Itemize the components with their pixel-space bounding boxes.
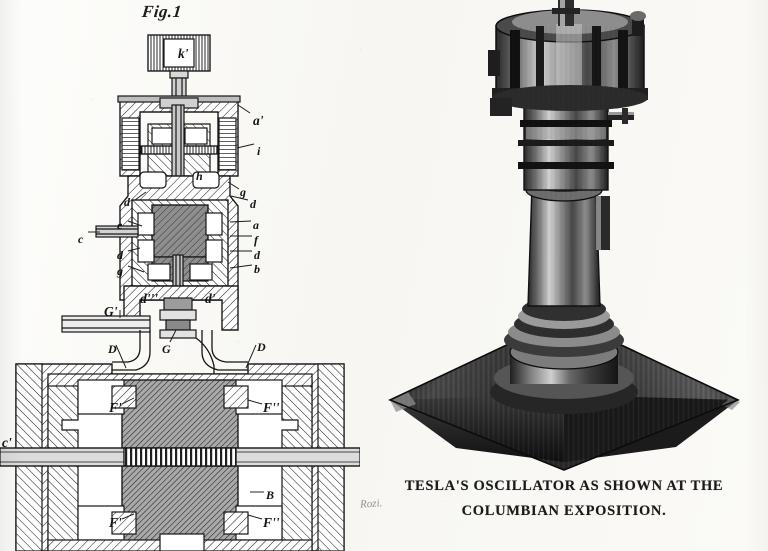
figure-callout-dprime: d' — [205, 291, 216, 306]
handwritten-annotation: Rozi. — [359, 497, 383, 511]
figure-callout-d: d — [250, 197, 256, 211]
figure-panel: Fig.1 — [0, 0, 360, 551]
figure-title: Fig.1 — [141, 2, 183, 21]
figure-callout-cprime: c' — [2, 435, 12, 450]
figure-callout-dprimeprimeprime: d''' — [140, 291, 159, 306]
oscillator-section-drawing — [0, 34, 360, 551]
figure-callout-f: f — [254, 233, 258, 247]
figure-callout-a: a — [253, 218, 259, 232]
photograph-panel — [360, 0, 768, 551]
figure-caption: TESLA'S OSCILLATOR AS SHOWN AT THE COLUM… — [360, 474, 768, 524]
oscillator-photo — [388, 0, 740, 471]
figure-callout-Fprimeprime: F'' — [263, 400, 280, 415]
figure-callout-B: B — [266, 488, 275, 502]
figure-callout-g: g — [117, 264, 123, 278]
figure-callout-d: d — [124, 195, 130, 209]
figure-callout-kprime: k' — [178, 46, 189, 61]
figure-callout-D: D — [257, 340, 266, 354]
figure-callout-Fprimeprime: F'' — [263, 515, 280, 530]
figure-callout-e: e — [117, 218, 123, 232]
figure-callout-g: g — [240, 185, 246, 199]
caption-line-2: COLUMBIAN EXPOSITION. — [461, 503, 667, 519]
figure-callout-aprime: a' — [253, 113, 264, 128]
figure-callout-d: d — [254, 248, 260, 262]
figure-callout-d: d — [117, 248, 123, 262]
figure-callout-c: c — [78, 232, 84, 246]
figure-callout-G: G — [162, 342, 171, 356]
figure-callout-b: b — [254, 262, 260, 276]
figure-callout-Fprime: F' — [109, 515, 122, 530]
figure-callout-D: D — [108, 342, 117, 356]
figure-callout-Gprime: G' — [104, 304, 118, 319]
figure-callout-Fprime: F' — [109, 400, 122, 415]
figure-callout-i: i — [257, 144, 261, 158]
caption-line-1: TESLA'S OSCILLATOR AS SHOWN AT THE — [404, 478, 724, 494]
figure-callout-h: h — [196, 169, 203, 183]
